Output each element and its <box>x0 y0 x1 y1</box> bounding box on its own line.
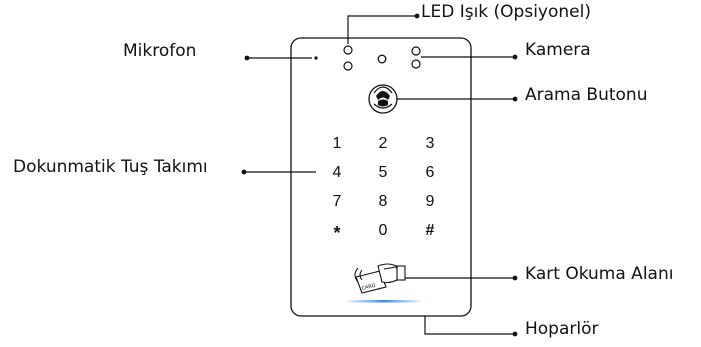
card-reader-icon: CARD <box>354 263 406 294</box>
callout-call-button: Arama Butonu <box>525 85 648 105</box>
key-1: 1 <box>332 135 342 152</box>
callout-card-reader: Kart Okuma Alanı <box>525 264 674 284</box>
card-icon-label: CARD <box>361 283 376 292</box>
intercom-panel <box>290 37 472 317</box>
key-hash: # <box>425 222 435 239</box>
microphone-hole <box>314 56 318 60</box>
key-2: 2 <box>378 135 388 152</box>
led-lights <box>343 45 353 71</box>
callout-led-light: LED Işık (Opsiyonel) <box>421 2 591 22</box>
key-6: 6 <box>425 164 435 181</box>
camera-ir-leds <box>411 46 421 69</box>
key-4: 4 <box>332 164 342 181</box>
key-0: 0 <box>378 222 388 239</box>
callout-microphone: Mikrofon <box>123 41 197 61</box>
callout-speaker: Hoparlör <box>525 319 599 339</box>
callout-keypad: Dokunmatik Tuş Takımı <box>13 157 208 177</box>
key-7: 7 <box>332 193 342 210</box>
speaker-light-bar <box>343 300 425 303</box>
key-8: 8 <box>378 193 388 210</box>
call-button-icon <box>368 84 398 114</box>
callout-lines <box>241 13 518 337</box>
callout-camera: Kamera <box>525 40 591 60</box>
key-3: 3 <box>425 135 435 152</box>
key-star: * <box>333 223 341 243</box>
camera-lens <box>377 54 387 64</box>
key-5: 5 <box>378 164 388 181</box>
key-9: 9 <box>425 193 435 210</box>
